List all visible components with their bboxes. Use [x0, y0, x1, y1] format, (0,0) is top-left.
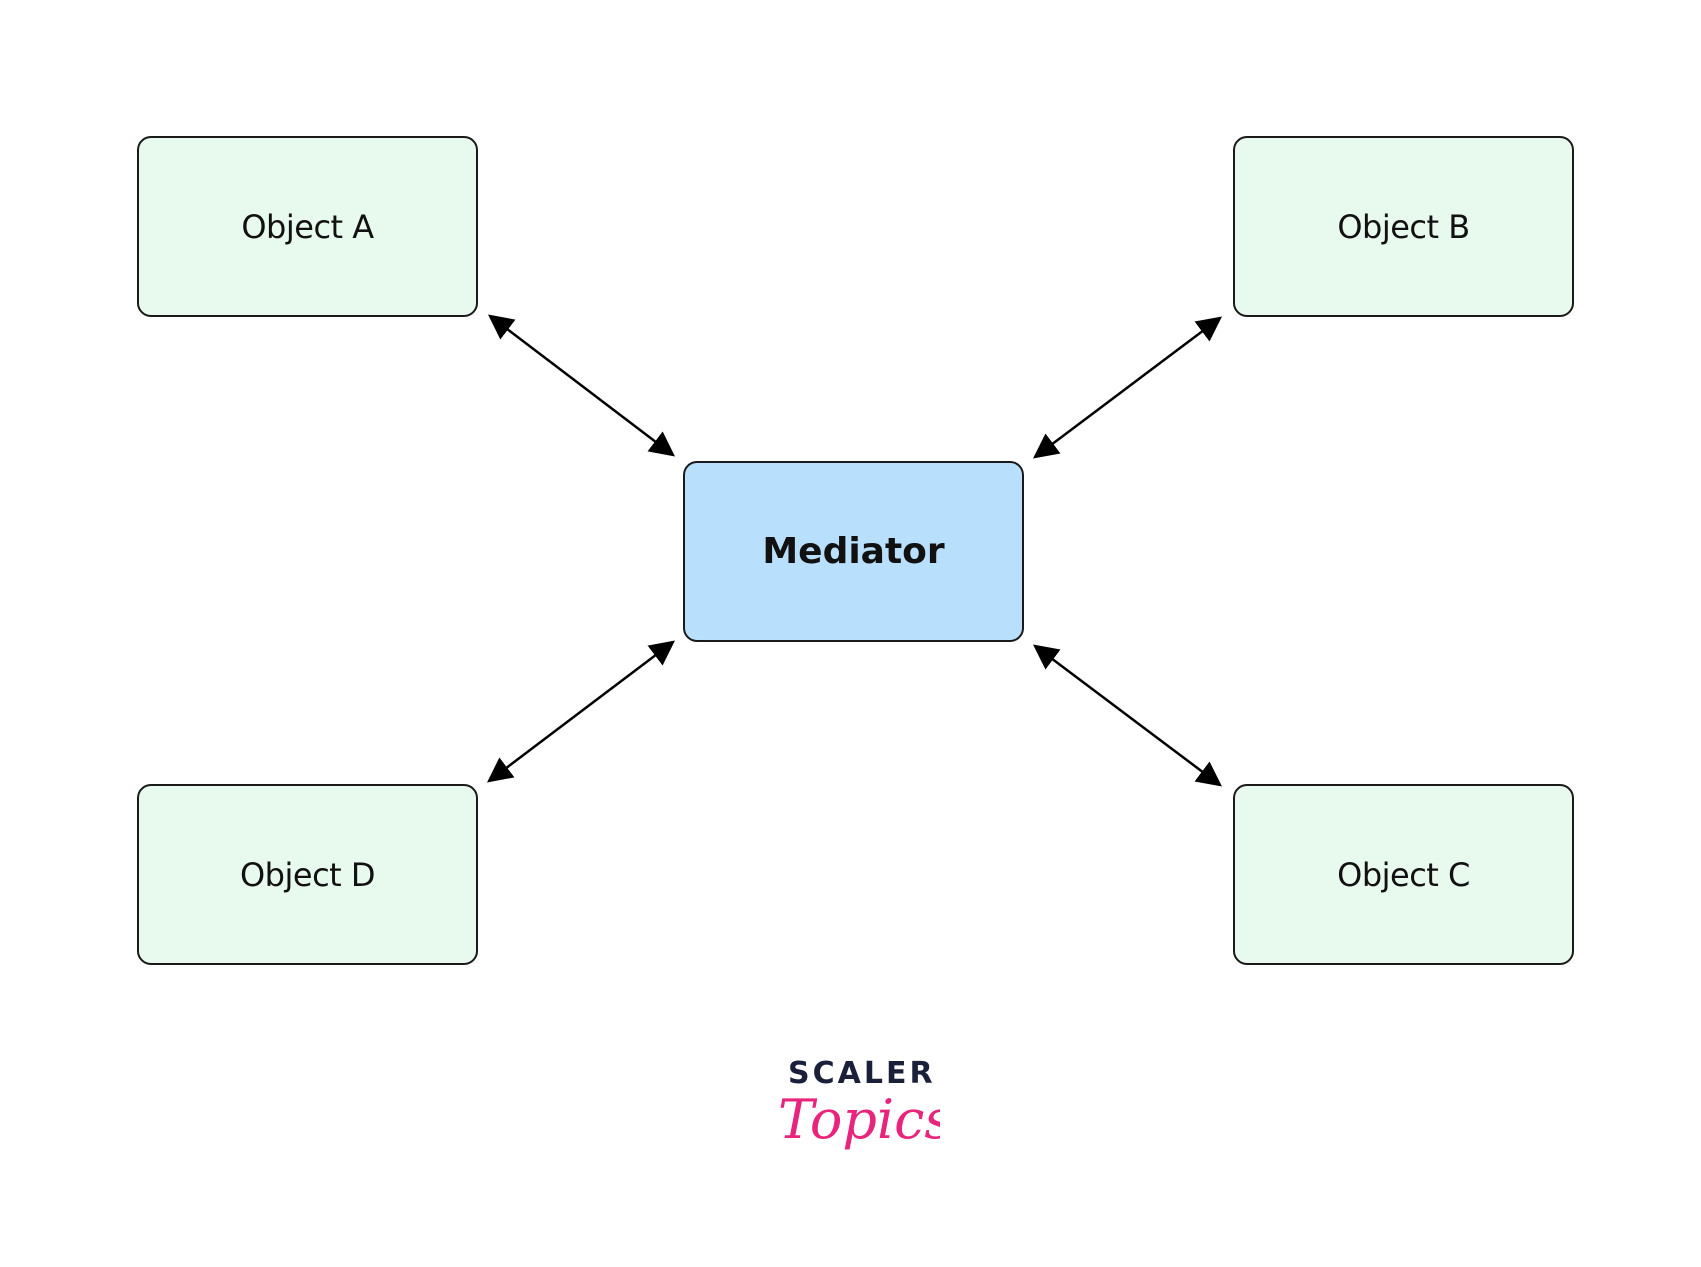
mediator-label: Mediator [762, 531, 945, 572]
mediator-node[interactable]: Mediator [683, 461, 1024, 642]
object-c-label: Object C [1337, 855, 1470, 894]
object-c-node[interactable]: Object C [1233, 784, 1574, 965]
logo-scaler-text: SCALER [788, 1056, 936, 1091]
object-b-node[interactable]: Object B [1233, 136, 1574, 317]
object-d-label: Object D [239, 855, 376, 894]
object-d-node[interactable]: Object D [137, 784, 478, 965]
object-a-label: Object A [241, 207, 374, 246]
edge-c-mediator [1033, 644, 1222, 787]
edge-a-mediator [488, 314, 675, 457]
object-a-node[interactable]: Object A [137, 136, 478, 317]
object-b-label: Object B [1337, 207, 1470, 246]
edge-b-mediator [1033, 316, 1222, 459]
logo-topics-text: Topics [778, 1088, 940, 1151]
edge-d-mediator [487, 640, 675, 783]
scaler-topics-logo: SCALER Topics [770, 1050, 940, 1180]
logo-topics-script: Topics [778, 1088, 940, 1151]
